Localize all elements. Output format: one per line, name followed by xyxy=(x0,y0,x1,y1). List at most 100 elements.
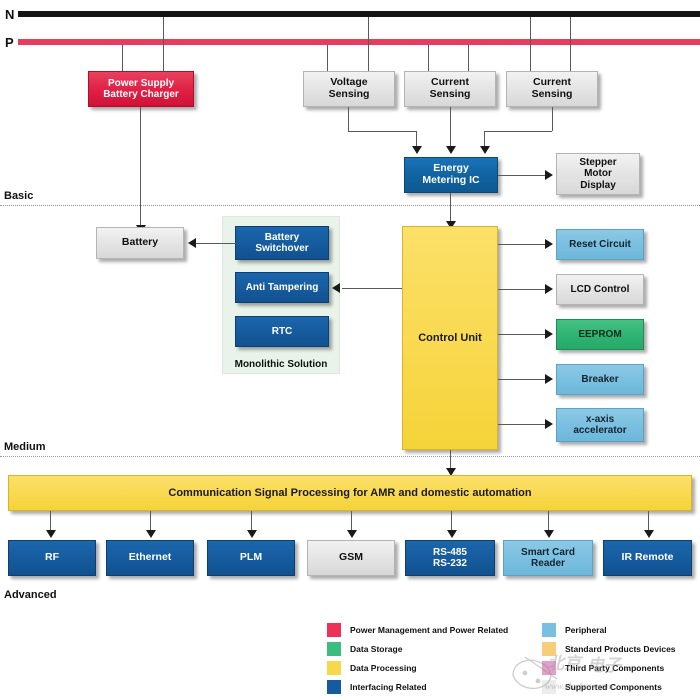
arrow-cu-to-eeprom xyxy=(545,329,553,339)
legend-item: Data Processing xyxy=(327,658,547,677)
legend-label: Peripheral xyxy=(565,624,607,635)
line-psu-to-battery xyxy=(140,107,141,229)
legend-item: Third Party Components xyxy=(542,658,700,677)
line-voltage-into-emic xyxy=(416,131,417,148)
legend-swatch-supported-components xyxy=(542,679,556,694)
drop-line-n-to-psu xyxy=(163,17,164,72)
block-stepper-motor-display[interactable]: Stepper Motor Display xyxy=(556,153,640,195)
block-lcd-control[interactable]: LCD Control xyxy=(556,274,644,305)
legend-swatch-data-storage xyxy=(327,641,341,656)
block-current-sensing-1[interactable]: Current Sensing xyxy=(404,71,496,107)
legend-item: Supported Components xyxy=(542,677,700,696)
arrow-current2-to-emic xyxy=(480,146,490,154)
rail-label-neutral: N xyxy=(5,7,15,22)
arrow-cu-to-lcd xyxy=(545,284,553,294)
legend-label: Interfacing Related xyxy=(350,681,427,692)
phase-rail xyxy=(18,39,700,45)
legend-swatch-interfacing-related xyxy=(327,679,341,694)
line-current2-into-emic xyxy=(484,131,485,148)
block-gsm[interactable]: GSM xyxy=(307,540,395,576)
block-smart-card-reader[interactable]: Smart Card Reader xyxy=(503,540,593,576)
arrow-cu-to-comm-bar xyxy=(446,468,456,476)
tier-label-advanced: Advanced xyxy=(4,589,57,601)
block-communication-signal-processing[interactable]: Communication Signal Processing for AMR … xyxy=(8,475,692,511)
block-x-axis-accelerator[interactable]: x-axis accelerator xyxy=(556,408,644,442)
line-current2-down xyxy=(552,107,553,131)
block-breaker[interactable]: Breaker xyxy=(556,364,644,395)
line-voltage-down xyxy=(348,107,349,131)
legend-swatch-power-management xyxy=(327,622,341,637)
legend-label: Third Party Components xyxy=(565,662,665,673)
legend-column-right: Peripheral Standard Products Devices Thi… xyxy=(542,620,700,696)
legend-label: Data Processing xyxy=(350,662,417,673)
tier-label-basic: Basic xyxy=(4,190,34,202)
legend-item: Standard Products Devices xyxy=(542,639,700,658)
monolithic-solution-label: Monolithic Solution xyxy=(234,359,328,370)
block-control-unit[interactable]: Control Unit xyxy=(402,226,498,450)
legend-item: Interfacing Related xyxy=(327,677,547,696)
drop-line-p-to-current1 xyxy=(428,45,429,72)
line-comm-to-irremote xyxy=(648,511,649,533)
legend-swatch-data-processing xyxy=(327,660,341,675)
block-ethernet[interactable]: Ethernet xyxy=(106,540,194,576)
drop-line-n-to-current2b xyxy=(570,17,571,72)
arrow-control-unit-to-anti-tampering xyxy=(332,283,340,293)
drop-line-n-to-voltage xyxy=(368,17,369,72)
legend-label: Supported Components xyxy=(565,681,662,692)
block-ir-remote[interactable]: IR Remote xyxy=(603,540,692,576)
line-comm-to-rf xyxy=(50,511,51,533)
block-energy-metering-ic[interactable]: Energy Metering IC xyxy=(404,157,498,193)
arrow-comm-to-gsm xyxy=(347,530,357,538)
line-cu-to-lcd xyxy=(498,289,546,290)
block-rs485-rs232[interactable]: RS-485 RS-232 xyxy=(405,540,495,576)
line-current2-across xyxy=(484,131,552,132)
block-battery-switchover[interactable]: Battery Switchover xyxy=(235,226,329,260)
arrow-comm-to-smartcard xyxy=(544,530,554,538)
legend-item: Peripheral xyxy=(542,620,700,639)
legend-item: Power Management and Power Related xyxy=(327,620,547,639)
line-cu-to-accelerator xyxy=(498,424,546,425)
arrow-comm-to-plm xyxy=(247,530,257,538)
arrow-comm-to-rs485 xyxy=(447,530,457,538)
arrow-comm-to-rf xyxy=(46,530,56,538)
line-cu-to-eeprom xyxy=(498,334,546,335)
line-cu-to-breaker xyxy=(498,379,546,380)
block-current-sensing-2[interactable]: Current Sensing xyxy=(506,71,598,107)
block-battery[interactable]: Battery xyxy=(96,227,184,259)
legend-swatch-peripheral xyxy=(542,622,556,637)
rail-label-phase: P xyxy=(5,35,14,50)
block-power-supply-battery-charger[interactable]: Power Supply Battery Charger xyxy=(88,71,194,107)
legend-label: Power Management and Power Related xyxy=(350,624,509,635)
block-plm[interactable]: PLM xyxy=(207,540,295,576)
block-eeprom[interactable]: EEPROM xyxy=(556,319,644,350)
line-emic-to-stepper xyxy=(498,175,546,176)
line-control-unit-to-anti-tampering xyxy=(342,288,404,289)
line-current1-into-emic xyxy=(450,107,451,148)
arrow-switchover-to-battery xyxy=(188,238,196,248)
block-rf[interactable]: RF xyxy=(8,540,96,576)
line-comm-to-gsm xyxy=(351,511,352,533)
block-anti-tampering[interactable]: Anti Tampering xyxy=(235,272,329,303)
line-comm-to-rs485 xyxy=(451,511,452,533)
line-voltage-across xyxy=(348,131,416,132)
neutral-rail xyxy=(18,11,700,17)
tier-divider-medium xyxy=(0,456,700,457)
arrow-cu-to-reset xyxy=(545,239,553,249)
line-switchover-to-battery xyxy=(196,243,236,244)
block-rtc[interactable]: RTC xyxy=(235,316,329,347)
arrow-cu-to-breaker xyxy=(545,374,553,384)
arrow-voltage-to-emic xyxy=(412,146,422,154)
legend-label: Data Storage xyxy=(350,643,403,654)
block-reset-circuit[interactable]: Reset Circuit xyxy=(556,229,644,260)
drop-line-p-to-voltage xyxy=(327,45,328,72)
block-voltage-sensing[interactable]: Voltage Sensing xyxy=(303,71,395,107)
legend-label: Standard Products Devices xyxy=(565,643,676,654)
arrow-cu-to-accelerator xyxy=(545,419,553,429)
drop-line-n-to-current2 xyxy=(530,17,531,72)
drop-line-p-to-psu xyxy=(122,45,123,72)
line-comm-to-smartcard xyxy=(548,511,549,533)
line-comm-to-plm xyxy=(251,511,252,533)
line-emic-to-control-unit xyxy=(450,193,451,225)
legend-column-left: Power Management and Power Related Data … xyxy=(327,620,547,696)
legend-item: Data Storage xyxy=(327,639,547,658)
